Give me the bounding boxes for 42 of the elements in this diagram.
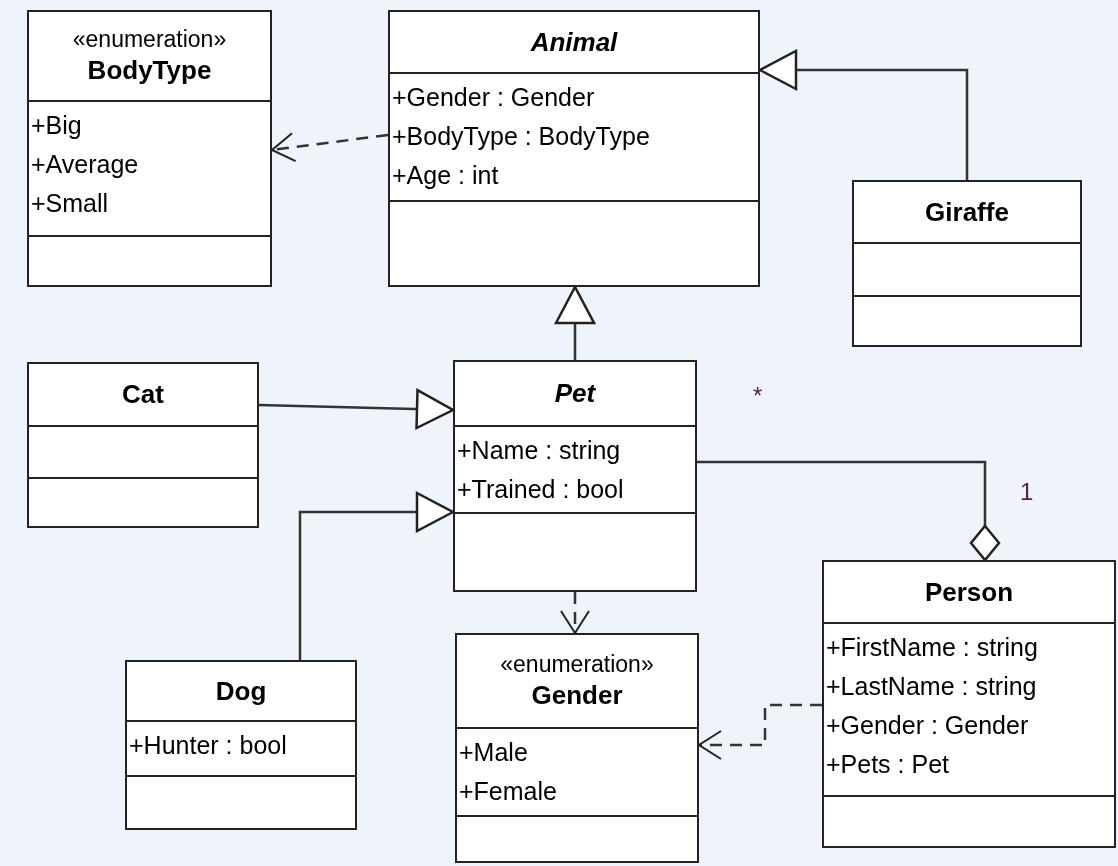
class-name: Gender <box>531 679 623 712</box>
attribute-text: +Male <box>459 737 529 768</box>
class-name: Animal <box>530 25 618 59</box>
attribute-text: +Average <box>31 149 140 180</box>
attribute-text: +BodyType : BodyType <box>392 121 651 152</box>
attribute-text: +Gender : Gender <box>826 710 1030 741</box>
attribute-text: +Small <box>31 188 110 219</box>
attribute-text: +Trained : bool <box>457 474 625 505</box>
class-box <box>455 633 699 863</box>
class-box <box>27 362 259 528</box>
class-box <box>27 10 272 287</box>
attribute-text: +Name : string <box>457 435 622 466</box>
class-box <box>388 10 760 287</box>
class-box <box>125 660 357 830</box>
class-name: BodyType <box>87 54 212 87</box>
attribute-text: +Age : int <box>392 160 500 191</box>
dependency-arrow <box>560 592 590 634</box>
dependency-arrow <box>698 703 822 760</box>
class-name: Pet <box>554 377 596 410</box>
dependency-arrow <box>271 132 389 163</box>
stereotype-label: «enumeration» <box>72 25 227 55</box>
class-name: Person <box>924 575 1014 609</box>
generalization-arrow <box>258 388 455 430</box>
multiplicity-label: 1 <box>1020 477 1034 507</box>
attribute-text: +FirstName : string <box>826 632 1039 663</box>
attribute-text: +Hunter : bool <box>129 730 288 761</box>
class-name: Dog <box>215 674 267 708</box>
stereotype-label: «enumeration» <box>500 650 654 680</box>
attribute-text: +LastName : string <box>826 671 1038 702</box>
class-name: Cat <box>122 378 164 411</box>
multiplicity-label: * <box>753 381 763 411</box>
generalization-arrow <box>554 285 596 360</box>
aggregation-line <box>697 460 1001 562</box>
class-box <box>453 360 697 592</box>
class-box <box>822 560 1116 848</box>
generalization-arrow <box>298 491 455 660</box>
attribute-text: +Gender : Gender <box>392 82 596 113</box>
attribute-text: +Big <box>31 110 83 141</box>
attribute-text: +Pets : Pet <box>826 749 950 780</box>
attribute-text: +Female <box>459 776 558 807</box>
class-name: Giraffe <box>925 195 1009 229</box>
class-box <box>852 180 1082 347</box>
